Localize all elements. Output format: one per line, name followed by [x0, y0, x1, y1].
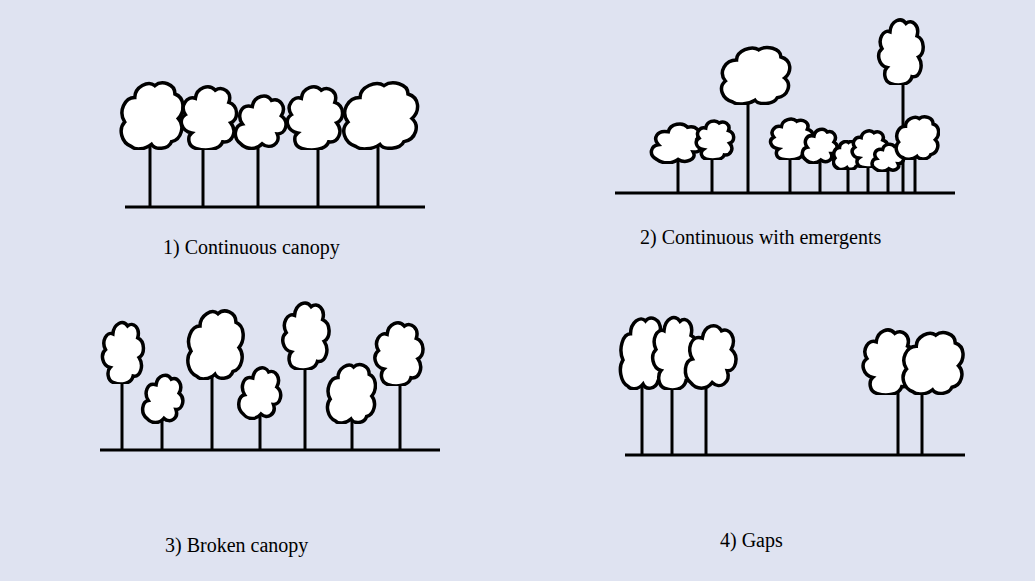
panel-caption: 4) Gaps	[720, 529, 783, 552]
panel-caption: 3) Broken canopy	[165, 534, 308, 557]
panel-caption: 1) Continuous canopy	[163, 236, 340, 259]
panel-caption: 2) Continuous with emergents	[640, 226, 881, 249]
